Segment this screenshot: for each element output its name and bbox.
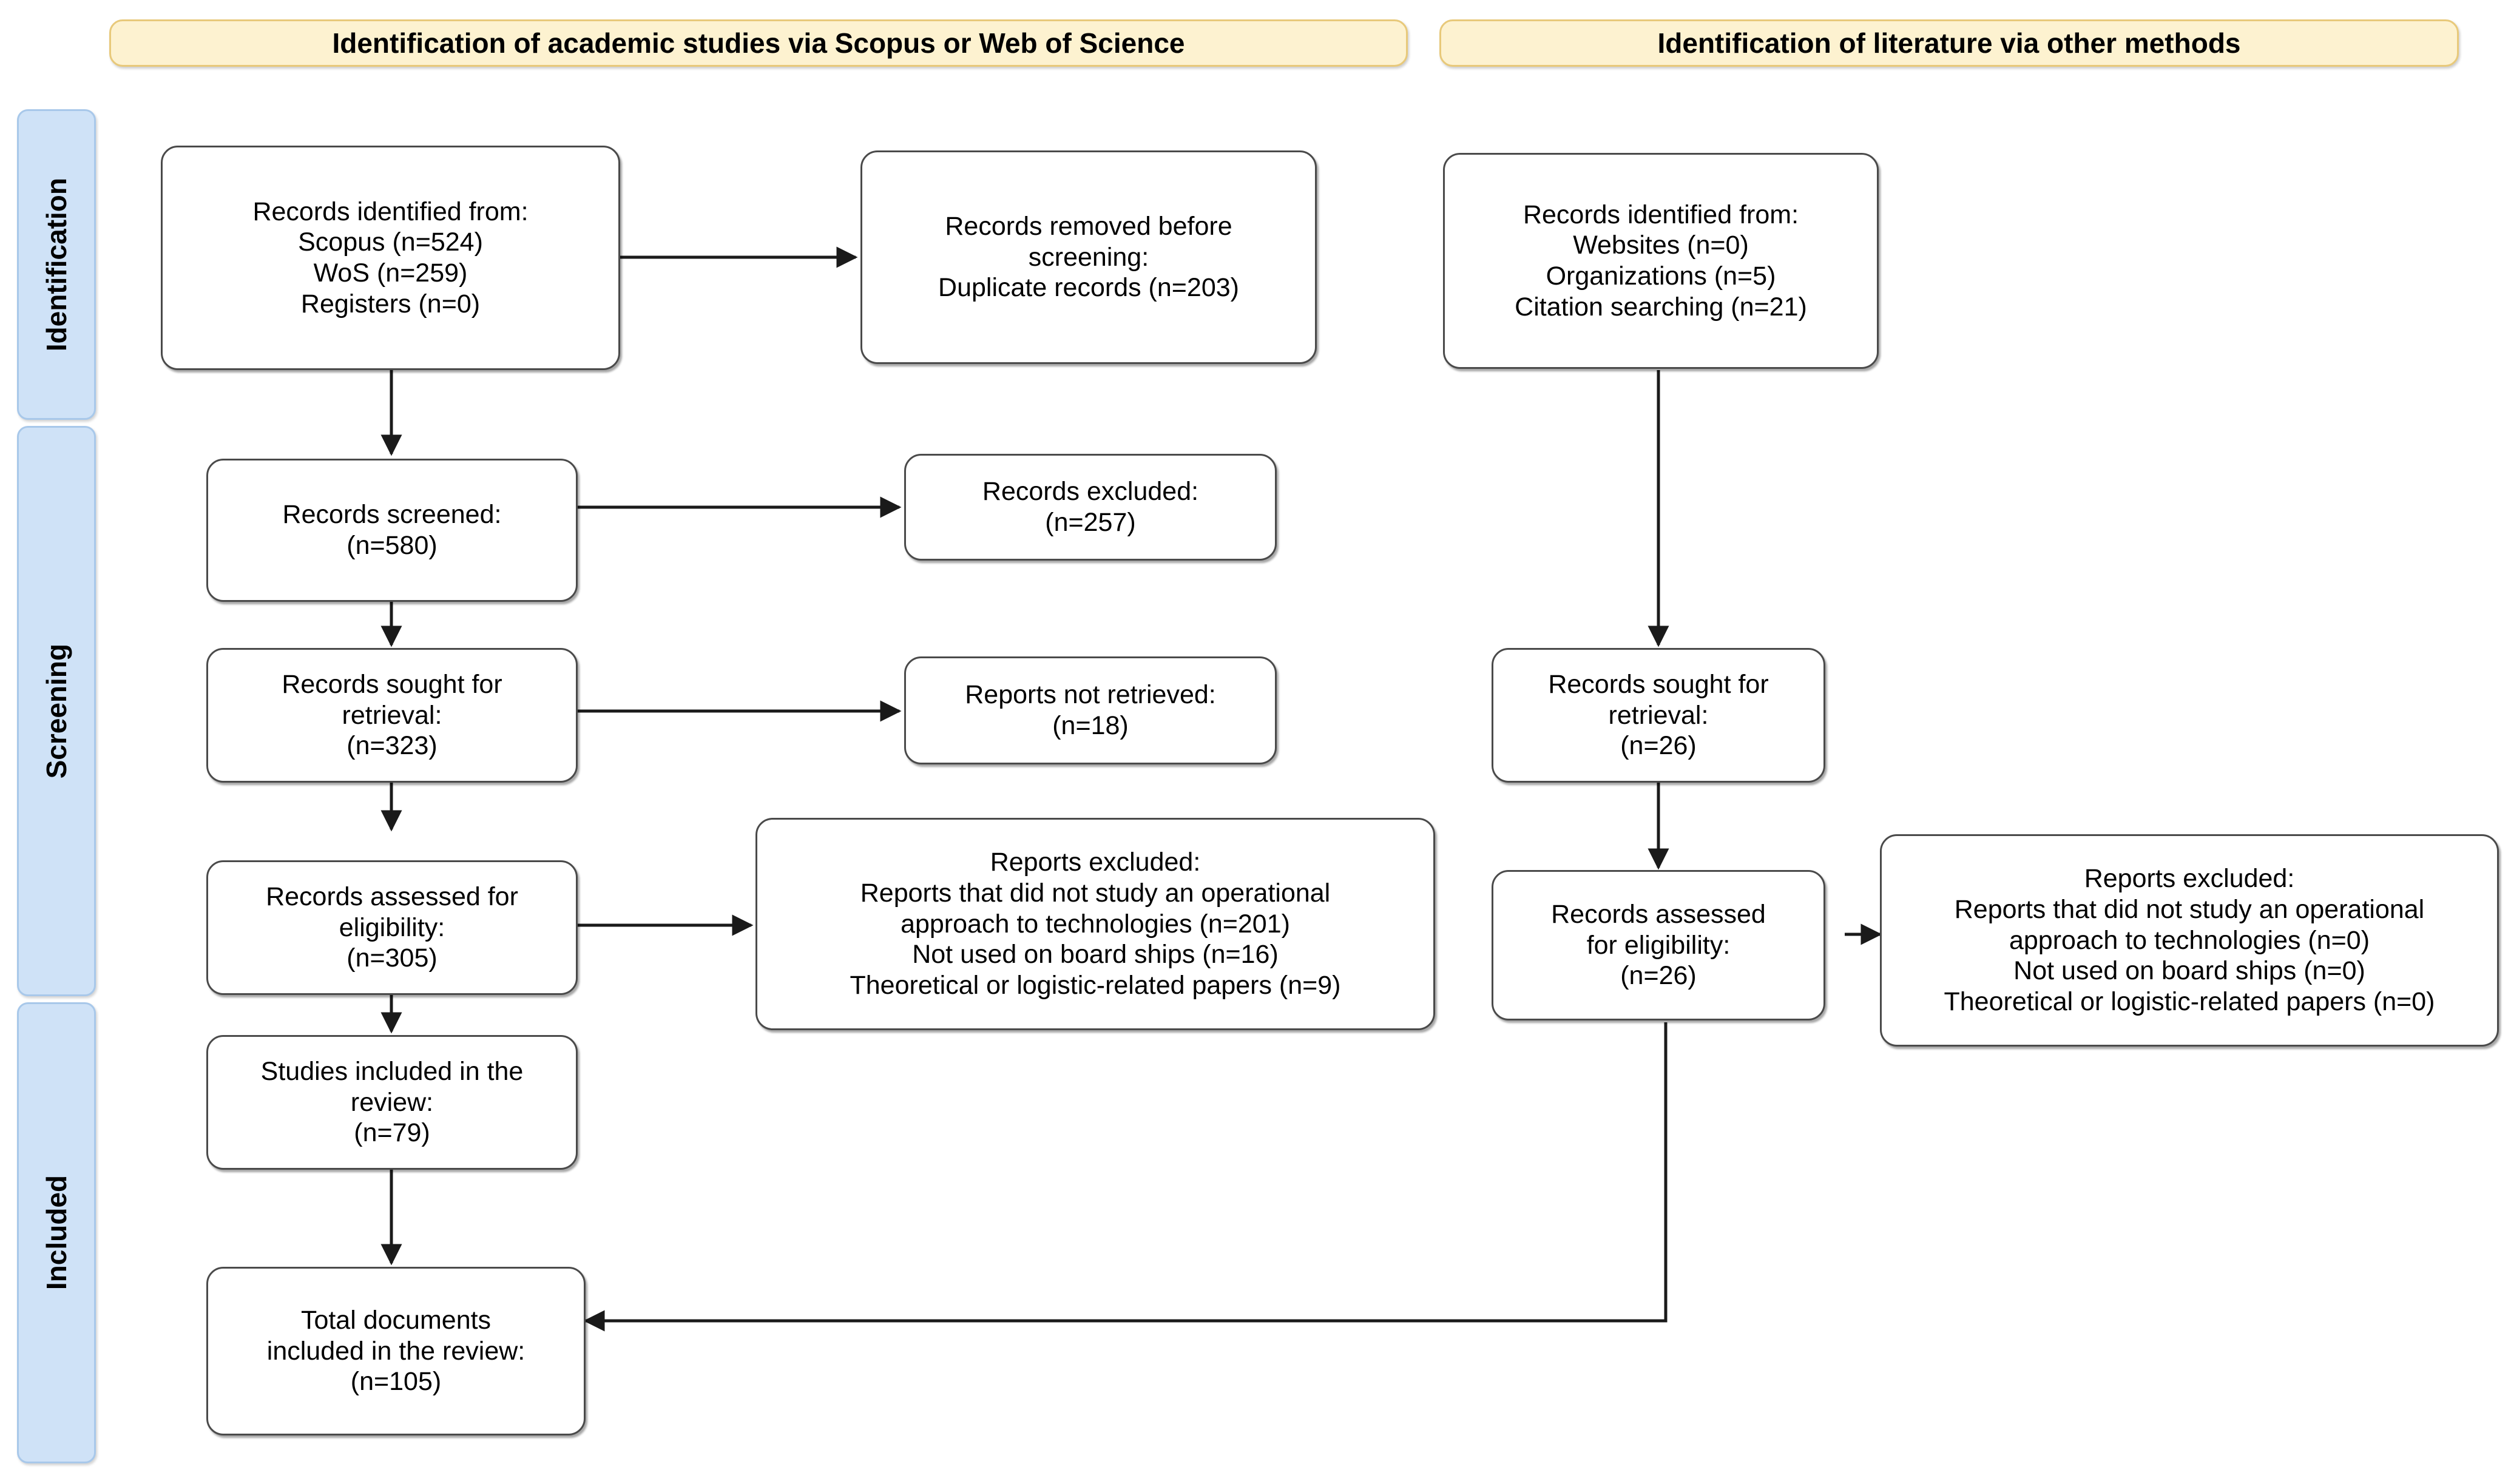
node-reports-not-retrieved[interactable]: Reports not retrieved: (n=18)	[904, 656, 1277, 764]
banner-right-label: Identification of literature via other m…	[1657, 27, 2241, 59]
stage-included-label: Included	[41, 1175, 72, 1290]
node-records-sought-right-text: Records sought for retrieval: (n=26)	[1548, 669, 1769, 761]
node-records-screened[interactable]: Records screened: (n=580)	[206, 459, 578, 602]
node-studies-included-text: Studies included in the review: (n=79)	[260, 1056, 524, 1148]
node-records-excluded[interactable]: Records excluded: (n=257)	[904, 454, 1277, 561]
node-records-identified-other-text: Records identified from: Websites (n=0) …	[1515, 200, 1807, 322]
node-records-assessed-left-text: Records assessed for eligibility: (n=305…	[266, 882, 518, 973]
stage-bar-included: Included	[17, 1002, 96, 1463]
node-total-documents-included[interactable]: Total documents included in the review: …	[206, 1267, 586, 1435]
banner-left-label: Identification of academic studies via S…	[332, 27, 1185, 59]
node-records-removed-before-screening[interactable]: Records removed before screening: Duplic…	[860, 150, 1317, 364]
banner-identification-other: Identification of literature via other m…	[1439, 19, 2459, 67]
node-studies-included-in-review[interactable]: Studies included in the review: (n=79)	[206, 1035, 578, 1170]
node-records-assessed-for-eligibility-left[interactable]: Records assessed for eligibility: (n=305…	[206, 860, 578, 995]
node-reports-excluded-right[interactable]: Reports excluded: Reports that did not s…	[1880, 834, 2499, 1047]
edge-right-to-total	[583, 1022, 1668, 1332]
node-reports-excluded-right-text: Reports excluded: Reports that did not s…	[1944, 864, 2435, 1017]
node-reports-excluded-left[interactable]: Reports excluded: Reports that did not s…	[755, 818, 1435, 1030]
stage-bar-screening: Screening	[17, 426, 96, 996]
node-records-assessed-for-eligibility-right[interactable]: Records assessed for eligibility: (n=26)	[1492, 870, 1825, 1020]
node-records-assessed-right-text: Records assessed for eligibility: (n=26)	[1551, 899, 1766, 991]
node-reports-not-retrieved-text: Reports not retrieved: (n=18)	[965, 680, 1216, 740]
node-records-removed-text: Records removed before screening: Duplic…	[938, 211, 1239, 303]
stage-screening-label: Screening	[41, 643, 72, 779]
node-records-sought-left-text: Records sought for retrieval: (n=323)	[282, 669, 502, 761]
node-records-identified-databases-text: Records identified from: Scopus (n=524) …	[252, 197, 529, 319]
banner-identification-databases: Identification of academic studies via S…	[109, 19, 1408, 67]
stage-identification-label: Identification	[41, 177, 72, 352]
node-records-sought-for-retrieval-right[interactable]: Records sought for retrieval: (n=26)	[1492, 648, 1825, 783]
node-records-identified-other-methods[interactable]: Records identified from: Websites (n=0) …	[1443, 153, 1879, 369]
node-records-excluded-text: Records excluded: (n=257)	[982, 477, 1199, 537]
stage-bar-identification: Identification	[17, 109, 96, 420]
node-reports-excluded-left-text: Reports excluded: Reports that did not s…	[850, 848, 1341, 1000]
node-total-documents-text: Total documents included in the review: …	[266, 1305, 526, 1397]
node-records-identified-databases[interactable]: Records identified from: Scopus (n=524) …	[161, 146, 620, 370]
node-records-sought-for-retrieval-left[interactable]: Records sought for retrieval: (n=323)	[206, 648, 578, 783]
node-records-screened-text: Records screened: (n=580)	[282, 500, 502, 560]
